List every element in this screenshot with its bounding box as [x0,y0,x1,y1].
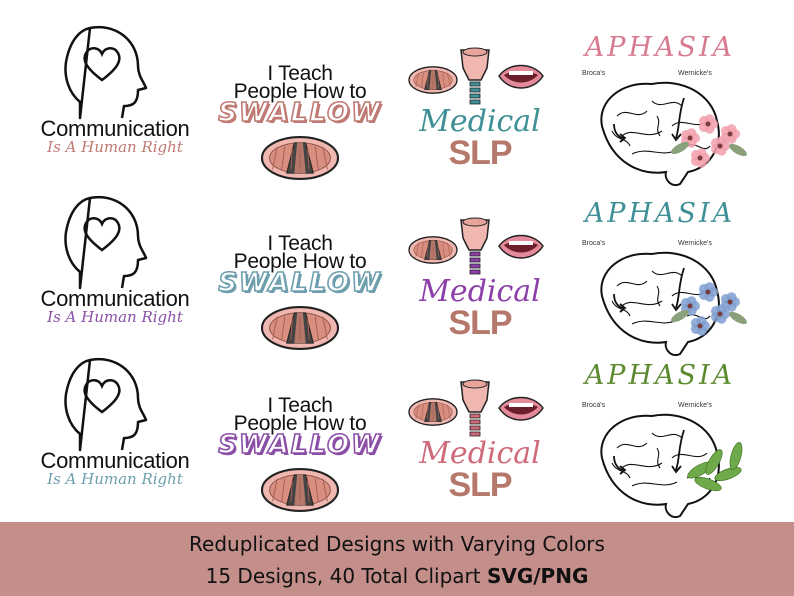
slp-word: SLP [448,304,512,342]
swallow-word: SWALLOW [217,429,382,461]
banner-line-1: Reduplicated Designs with Varying Colors [189,532,605,556]
communication-subtitle: Is A Human Right [47,308,183,326]
swallow-word: SWALLOW [217,267,382,299]
brocas-label: Broca's [582,402,606,409]
larynx-icon [408,236,458,264]
communication-title: Communication [40,286,190,311]
mouth-icon [498,234,544,259]
head-heart-icon [64,25,148,120]
wernickes-label: Wernicke's [678,402,712,409]
swallow-line-2: People How to [233,412,367,435]
mouth-icon [498,396,544,421]
swallow-line-1: I Teach [267,394,333,417]
communication-subtitle: Is A Human Right [47,470,183,488]
wernickes-label: Wernicke's [678,70,712,77]
aphasia-title: APHASIA [584,360,736,391]
head-heart-icon [64,357,148,452]
aphasia-design: APHASIA Broca's Wernicke's [580,18,770,186]
slp-word: SLP [448,466,512,504]
communication-title: Communication [40,116,190,141]
thyroid-cartilage-icon [460,379,490,437]
pink-flowers-decoration [671,114,747,168]
aphasia-title: APHASIA [584,198,736,229]
medical-word: Medical [419,274,541,309]
brain-icon [600,413,720,518]
head-heart-icon [64,195,148,290]
swallow-line-2: People How to [233,250,367,273]
banner-line-2-text: 15 Designs, 40 Total Clipart [205,564,487,588]
mouth-icon [498,64,544,89]
blue-flowers-decoration [671,282,747,336]
larynx-icon [260,136,340,180]
larynx-icon [260,468,340,512]
brocas-label: Broca's [582,70,606,77]
thyroid-cartilage-icon [460,217,490,275]
thyroid-cartilage-icon [460,47,490,105]
larynx-icon [408,398,458,426]
banner-format-label: SVG/PNG [486,564,589,588]
brain-icon [600,81,720,186]
larynx-icon [260,306,340,350]
aphasia-design: APHASIA Broca's Wernicke's [580,188,770,356]
swallow-line-1: I Teach [267,62,333,85]
brocas-label: Broca's [582,240,606,247]
medical-word: Medical [419,104,541,139]
slp-word: SLP [448,134,512,172]
swallow-line-1: I Teach [267,232,333,255]
banner-line-2: 15 Designs, 40 Total Clipart SVG/PNG [0,564,794,588]
green-leaves-decoration [687,442,743,492]
wernickes-label: Wernicke's [678,240,712,247]
communication-title: Communication [40,448,190,473]
swallow-line-2: People How to [233,80,367,103]
banner: Reduplicated Designs with Varying Colors… [0,522,794,596]
swallow-word: SWALLOW [217,97,382,129]
aphasia-title: APHASIA [584,32,736,63]
medical-word: Medical [419,436,541,471]
aphasia-design: APHASIA Broca's Wernicke's [580,350,770,518]
brain-icon [600,251,720,356]
communication-subtitle: Is A Human Right [47,138,183,156]
larynx-icon [408,66,458,94]
